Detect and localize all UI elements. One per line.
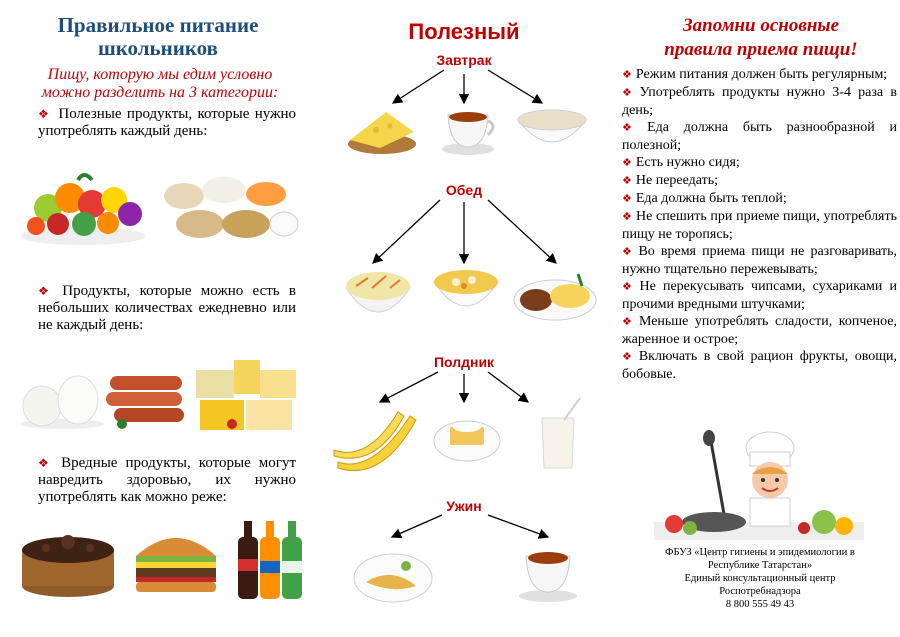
meal-arrows — [372, 69, 557, 539]
rule-item: ❖Не переедать; — [622, 173, 719, 188]
page-title: Правильное питание школьников — [28, 14, 288, 60]
footer-contacts: ФБУЗ «Центр гигиены и эпидемиологии в Ре… — [640, 546, 880, 611]
diamond-bullet-icon: ❖ — [622, 122, 644, 134]
title-line-1: Правильное питание — [57, 13, 259, 37]
footer-line-2: Республике Татарстан» — [707, 560, 813, 571]
rules-title-line-1: Запомни основные — [682, 15, 840, 36]
right-column: Запомни основные правила приема пищи! ❖Р… — [610, 0, 900, 637]
left-column: Правильное питание школьников Пищу, кото… — [0, 0, 310, 637]
diamond-bullet-icon: ❖ — [622, 281, 636, 293]
bananas-image — [333, 411, 417, 472]
category-moderate-text: Продукты, которые можно есть в небольших… — [38, 283, 297, 333]
diamond-bullet-icon: ❖ — [38, 456, 54, 470]
diamond-bullet-icon: ❖ — [622, 87, 636, 99]
cutlets-pasta-image — [513, 273, 597, 321]
category-harmful: ❖Вредные продукты, которые могут навреди… — [38, 455, 296, 506]
footer-line-4: Роспотребнадзора — [719, 586, 801, 597]
rule-item: ❖Во время приема пищи не разговаривать, … — [622, 244, 897, 277]
cabbage-salad-image — [345, 272, 411, 313]
chocolate-cake-image — [22, 535, 114, 597]
category-healthy: ❖Полезные продукты, которые нужно употре… — [38, 106, 296, 140]
meal-label-lunch: Обед — [445, 182, 483, 198]
subtitle: Пищу, которую мы едим условно можно разд… — [30, 66, 290, 102]
meal-label-breakfast: Завтрак — [436, 52, 492, 68]
rule-item: ❖Не перекусывать чипсами, сухариками и п… — [622, 279, 897, 312]
category-moderate: ❖Продукты, которые можно есть в небольши… — [38, 283, 296, 334]
meal-label-dinner: Ужин — [446, 498, 482, 514]
footer-phone: 8 800 555 49 43 — [725, 599, 795, 610]
child-chef-image — [654, 430, 864, 540]
category-healthy-text: Полезные продукты, которые нужно употреб… — [38, 106, 296, 139]
cheese-sandwich-image — [348, 112, 416, 154]
diamond-bullet-icon: ❖ — [622, 157, 632, 169]
subtitle-line-2: можно разделить на 3 категории: — [41, 84, 279, 101]
diamond-bullet-icon: ❖ — [622, 351, 635, 363]
rule-item: ❖Еда должна быть теплой; — [622, 191, 787, 206]
milk-glass-image — [541, 397, 581, 469]
eggs-image — [20, 375, 104, 429]
rule-item: ❖Меньше употреблять сладости, копченое, … — [622, 314, 897, 347]
meal-label-snack: Полдник — [433, 354, 495, 370]
porridge-bowl-image — [516, 109, 588, 143]
diamond-bullet-icon: ❖ — [622, 211, 633, 223]
diamond-bullet-icon: ❖ — [622, 316, 635, 328]
soda-bottles-image — [238, 521, 302, 599]
cheese-platter-image — [196, 360, 296, 430]
rule-item: ❖Употреблять продукты нужно 3-4 раза в д… — [622, 85, 897, 118]
burger-image — [136, 538, 216, 592]
soup-bowl-image — [433, 270, 499, 307]
rules-title-line-2: правила приема пищи! — [664, 39, 858, 60]
rule-item: ❖Не спешить при приеме пищи, употреблять… — [622, 209, 897, 242]
diamond-bullet-icon: ❖ — [622, 246, 635, 258]
fruits-vegetables-image — [21, 173, 145, 245]
eating-rules-list: ❖Режим питания должен быть регулярным; ❖… — [622, 66, 897, 383]
middle-column: Полезный Завтрак Обед Полдник Ужин — [318, 0, 610, 637]
meal-plan-title: Полезный — [408, 19, 520, 44]
footer-line-1: ФБУЗ «Центр гигиены и эпидемиологии в — [665, 547, 855, 558]
diamond-bullet-icon: ❖ — [622, 175, 632, 187]
grains-legumes-image — [164, 177, 299, 238]
rule-item: ❖Режим питания должен быть регулярным; — [622, 67, 888, 82]
footer-line-3: Единый консультационный центр — [684, 573, 836, 584]
diamond-bullet-icon: ❖ — [38, 107, 51, 121]
subtitle-line-1: Пищу, которую мы едим условно — [47, 66, 273, 83]
fish-plate-image — [353, 553, 433, 603]
casserole-plate-image — [433, 420, 501, 462]
rule-item: ❖Еда должна быть разнообразной и полезно… — [622, 120, 897, 153]
diamond-bullet-icon: ❖ — [622, 193, 632, 205]
title-line-2: школьников — [97, 36, 218, 60]
evening-tea-cup-image — [519, 552, 577, 602]
diamond-bullet-icon: ❖ — [622, 69, 632, 81]
rule-item: ❖Включать в свой рацион фрукты, овощи, б… — [622, 349, 897, 382]
rule-item: ❖Есть нужно сидя; — [622, 155, 740, 170]
sausages-image — [106, 376, 184, 429]
tea-cup-image — [442, 112, 495, 155]
category-harmful-text: Вредные продукты, которые могут навредит… — [38, 455, 296, 505]
rules-title: Запомни основные правила приема пищи! — [626, 14, 896, 62]
diamond-bullet-icon: ❖ — [38, 284, 55, 298]
